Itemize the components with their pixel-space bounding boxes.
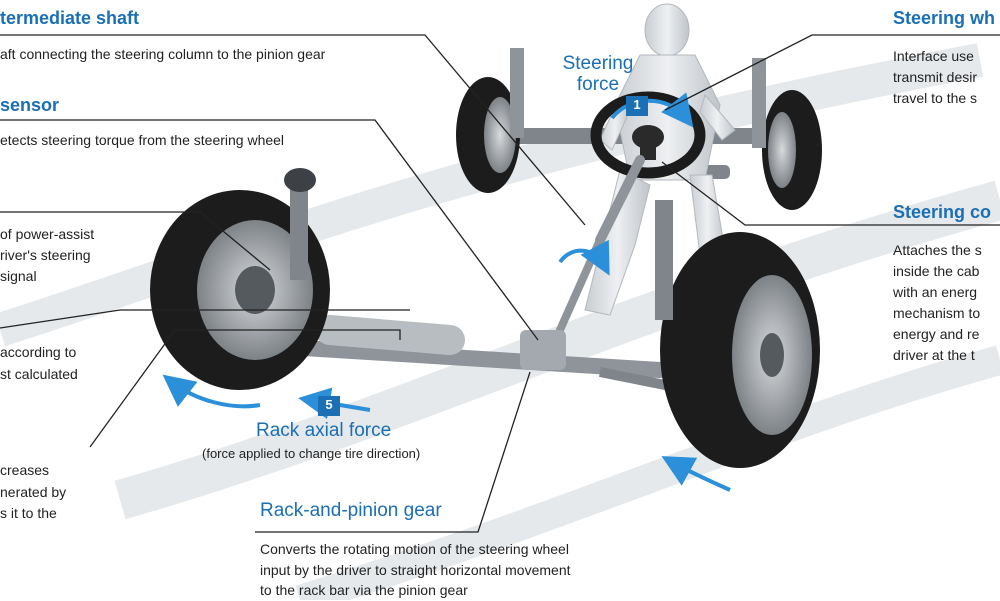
steering-column-desc-line-6: driver at the t	[893, 347, 975, 363]
steering-column-desc-line-5: energy and re	[893, 326, 980, 342]
steering-column-desc-line-2: inside the cab	[893, 263, 980, 279]
rack-and-pinion-desc-line-1: Converts the rotating motion of the stee…	[260, 541, 569, 557]
rack-and-pinion-title: Rack-and-pinion gear	[260, 500, 442, 521]
ecu-desc-line-2: river's steering	[0, 247, 91, 263]
motion-arrows	[162, 92, 731, 492]
steering-force-line-1: Steering	[562, 53, 634, 74]
motor-desc-line-1: according to	[0, 344, 77, 360]
badge-1	[626, 96, 648, 116]
ecu-desc-line-3: signal	[0, 268, 37, 284]
motor-desc-line-2: st calculated	[0, 366, 78, 382]
badge-5-number: 5	[325, 397, 333, 412]
badge-1-number: 1	[633, 97, 641, 112]
intermediate-shaft-title: termediate shaft	[0, 8, 140, 28]
front-right-wheel	[655, 200, 820, 468]
torque-sensor-title: sensor	[0, 95, 60, 115]
steering-force-line-2: force	[576, 74, 620, 95]
front-left-wheel	[150, 168, 330, 390]
torque-sensor-desc: etects steering torque from the steering…	[0, 132, 285, 148]
rack-and-pinion-desc-line-3: to the rack bar via the pinion gear	[260, 582, 468, 598]
badge-5	[318, 396, 340, 416]
steering-column-desc-line-3: with an energ	[893, 284, 978, 300]
reducer-desc-line-1: creases	[0, 462, 50, 478]
steering-column-desc-line-1: Attaches the s	[893, 242, 982, 258]
rack-axial-force-subtitle: (force applied to change tire direction)	[202, 446, 421, 461]
steering-wheel-desc-line-2: transmit desir	[893, 69, 978, 85]
front-rack	[247, 315, 691, 395]
reducer-desc-line-3: s it to the	[0, 505, 57, 521]
steering-wheel-desc-line-3: travel to the s	[893, 90, 978, 106]
steering-wheel-title: Steering wh	[893, 8, 996, 28]
ecu-desc-line-1: of power-assist	[0, 226, 95, 242]
steering-column-title: Steering co	[893, 202, 992, 222]
rack-and-pinion-desc-line-2: input by the driver to straight horizont…	[260, 562, 571, 578]
rack-axial-force-title: Rack axial force	[256, 420, 392, 441]
steering-wheel-desc-line-1: Interface use	[893, 48, 974, 64]
leader-lines	[0, 34, 1000, 533]
intermediate-shaft-desc: aft connecting the steering column to th…	[0, 46, 326, 62]
reducer-desc-line-2: nerated by	[0, 484, 67, 500]
steering-column-desc-line-4: mechanism to	[893, 305, 981, 321]
